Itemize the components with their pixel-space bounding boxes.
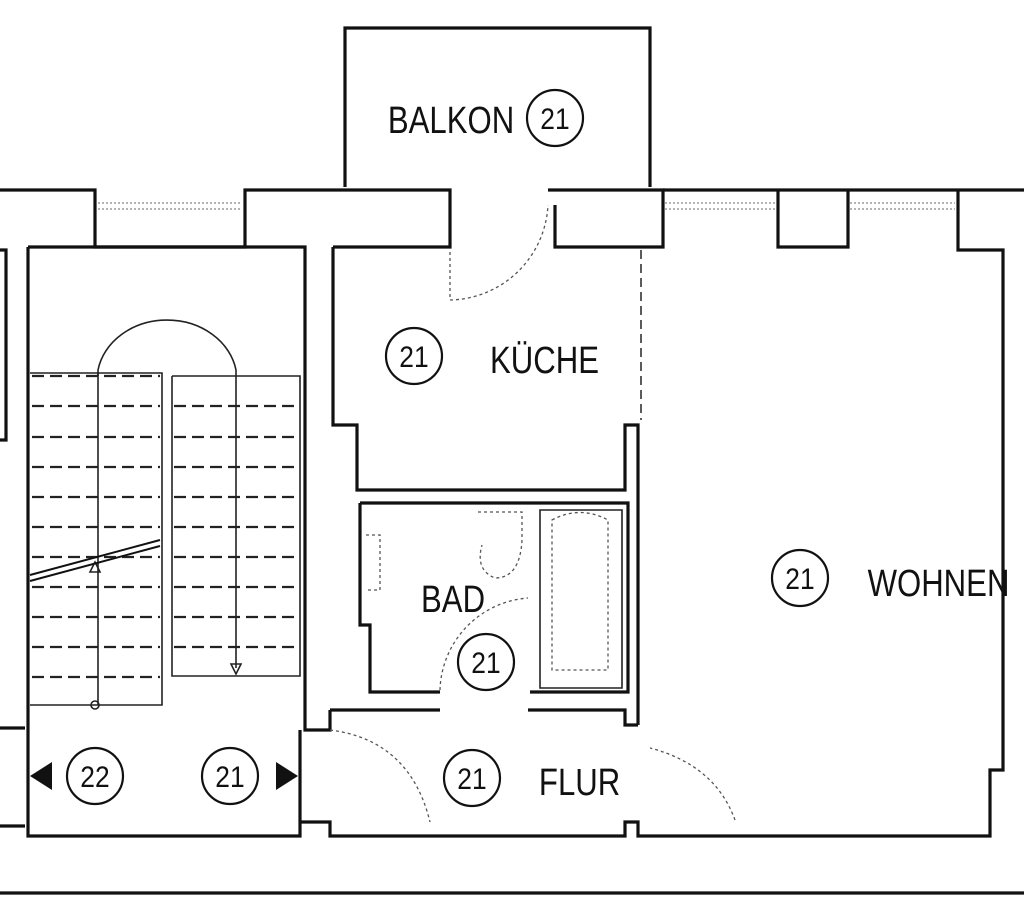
stair-unit-22-circle bbox=[65, 746, 125, 806]
bad-label: BAD bbox=[421, 579, 485, 621]
living-room: 21 WOHNEN bbox=[770, 548, 1010, 608]
bathroom: BAD 21 bbox=[358, 501, 630, 694]
flur-label: FLUR bbox=[539, 762, 620, 804]
kueche-label: KÜCHE bbox=[490, 340, 599, 382]
balcony: BALKON 21 bbox=[343, 26, 652, 187]
stair-unit-21: 21 bbox=[215, 759, 244, 793]
kueche-unit-number: 21 bbox=[399, 339, 428, 373]
bad-unit-circle bbox=[456, 632, 516, 692]
arrow-right-icon bbox=[276, 762, 298, 790]
bad-unit-number: 21 bbox=[471, 645, 500, 679]
wohnen-label: WOHNEN bbox=[868, 563, 1010, 605]
arrow-left-icon bbox=[30, 762, 52, 790]
balkon-label: BALKON bbox=[388, 100, 514, 142]
kitchen: 21 KÜCHE bbox=[331, 204, 642, 725]
exterior-walls bbox=[0, 188, 1024, 895]
flur-unit-circle bbox=[442, 748, 502, 808]
balkon-unit-circle bbox=[525, 88, 585, 148]
balkon-unit-number: 21 bbox=[540, 101, 569, 135]
hallway: 21 FLUR bbox=[329, 708, 736, 823]
kueche-unit-circle bbox=[384, 326, 444, 386]
flur-unit-number: 21 bbox=[457, 761, 486, 795]
stair-unit-22: 22 bbox=[80, 759, 109, 793]
stairwell: 22 21 bbox=[26, 245, 332, 838]
wohnen-unit-circle bbox=[770, 548, 830, 608]
stair-unit-21-circle bbox=[200, 746, 260, 806]
stair-treads bbox=[29, 319, 301, 710]
wohnen-unit-number: 21 bbox=[785, 561, 814, 595]
